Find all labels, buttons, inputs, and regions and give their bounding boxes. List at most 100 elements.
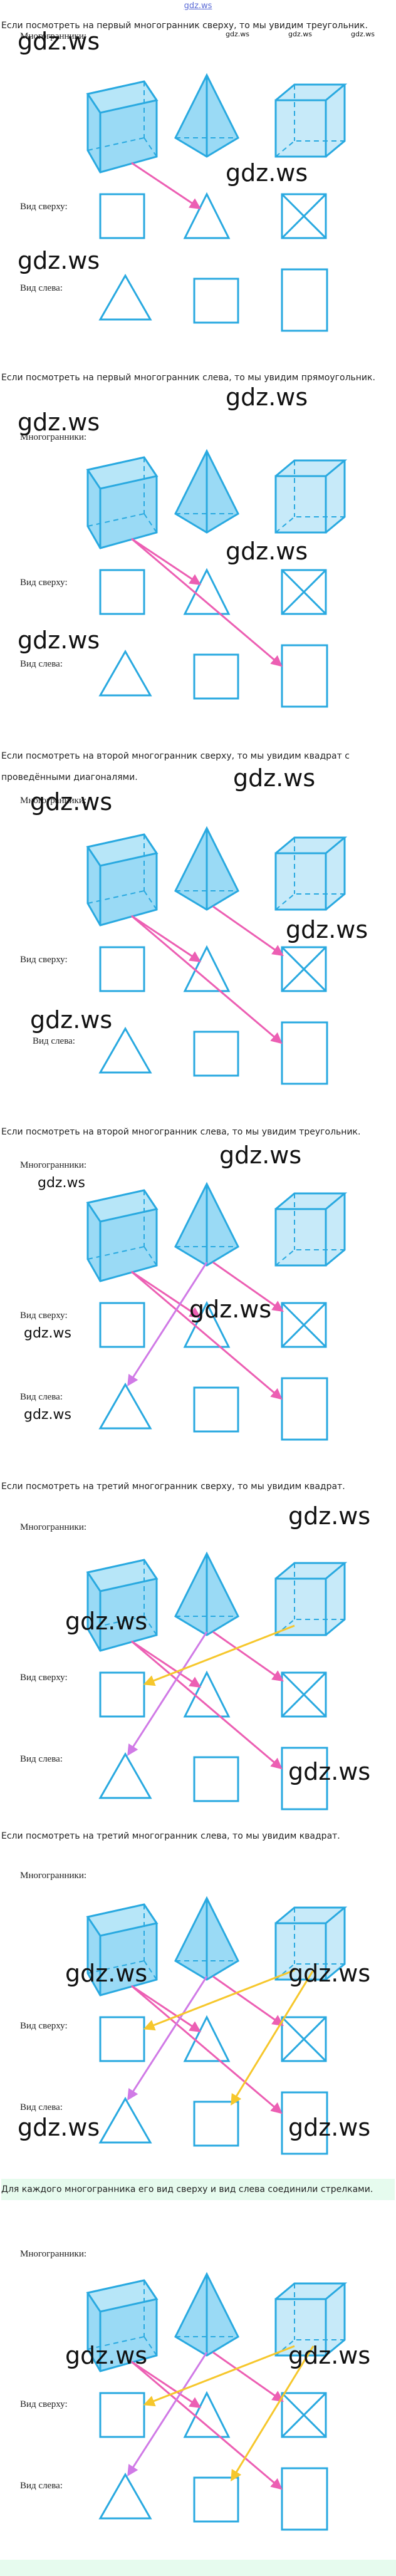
- watermark: gdz.ws: [18, 247, 100, 274]
- paragraph-6: Если посмотреть на третий многогранник с…: [1, 1831, 340, 1841]
- watermark: gdz.ws: [286, 916, 368, 943]
- top-view-triangle: [183, 1301, 231, 1348]
- watermark: gdz.ws: [65, 1607, 148, 1635]
- paragraph-1: Если посмотреть на первый многогранник с…: [1, 21, 368, 31]
- connector-arrow: [212, 1261, 284, 1312]
- left-view-triangle: [98, 273, 152, 321]
- cube-fill: [276, 1563, 345, 1635]
- left-view-triangle: [98, 2472, 152, 2520]
- top-view-diagonal: [281, 946, 327, 992]
- watermark: gdz.ws: [30, 788, 113, 816]
- prism-hidden-edge: [87, 1616, 145, 1629]
- label-top-view-7: Вид сверху:: [20, 2399, 68, 2409]
- figure-3: [86, 826, 348, 1085]
- watermark: gdz.ws: [288, 1758, 371, 1785]
- site-link[interactable]: gdz.ws: [184, 1, 212, 11]
- prism-hidden-edge: [143, 1960, 157, 1980]
- prism-top: [86, 456, 159, 490]
- cube-fill: [276, 1193, 345, 1265]
- watermark: gdz.ws: [18, 408, 100, 436]
- label-left-view-2: Вид слева:: [20, 659, 63, 669]
- top-view-square: [99, 2392, 145, 2438]
- connector-arrow: [131, 1985, 201, 2032]
- cube-front: [274, 1922, 327, 1981]
- top-view-square-diagonals: [281, 946, 327, 992]
- cube-top: [275, 83, 348, 101]
- paragraph-4: Если посмотреть на второй многогранник с…: [1, 1127, 361, 1137]
- watermark: gdz.ws: [18, 2114, 100, 2141]
- watermark-small: gdz.ws: [226, 30, 249, 38]
- left-view-triangle: [98, 649, 152, 697]
- paragraph-7: Для каждого многогранника его вид сверху…: [1, 2179, 395, 2200]
- connector-arrow: [212, 1631, 284, 1682]
- cube-fill: [276, 2283, 345, 2355]
- top-view-square-diagonals: [281, 569, 327, 615]
- connector-arrow: [212, 1975, 284, 2027]
- watermark: gdz.ws: [65, 2342, 148, 2369]
- top-view-triangle: [183, 945, 231, 992]
- connector-arrow: [231, 2345, 315, 2482]
- left-view-rectangle: [281, 268, 328, 332]
- cube-front: [274, 2298, 327, 2357]
- top-view-square: [99, 569, 145, 615]
- connector-arrow: [131, 1985, 283, 2114]
- connector-arrow: [131, 162, 201, 209]
- left-view-square: [193, 2476, 239, 2523]
- label-left-view-5: Вид слева:: [20, 1754, 63, 1764]
- top-view-triangle: [183, 2015, 231, 2062]
- connector-arrow: [131, 538, 283, 667]
- left-view-triangle: [98, 2096, 152, 2144]
- label-polyhedra-4: Многогранники:: [20, 1160, 87, 1170]
- label-polyhedra-2: Многогранники:: [20, 432, 87, 442]
- cube-front: [274, 99, 327, 158]
- connector-arrow: [143, 1969, 295, 2031]
- watermark-small: gdz.ws: [351, 30, 375, 38]
- prism-top: [86, 1903, 159, 1937]
- figure-2: [86, 449, 348, 708]
- prism-top: [86, 2279, 159, 2313]
- cube-front: [274, 1208, 327, 1267]
- label-left-view-7: Вид слева:: [20, 2481, 63, 2491]
- figure-7: [86, 2272, 348, 2531]
- label-polyhedra-6: Многогранники:: [20, 1871, 87, 1881]
- connector-arrow: [127, 1262, 208, 1387]
- left-view-rectangle: [281, 1747, 328, 1810]
- top-view-square-diagonals: [281, 2392, 327, 2438]
- figure-5: [86, 1551, 348, 1810]
- figure-4: [86, 1182, 348, 1441]
- left-view-triangle: [98, 1752, 152, 1799]
- top-view-square-diagonals: [281, 1302, 327, 1348]
- bottom-highlight-band: [0, 2560, 396, 2576]
- connector-arrow: [127, 1976, 208, 2101]
- prism-hidden-edge: [143, 137, 157, 157]
- cube-top: [275, 836, 348, 854]
- top-view-diagonal: [281, 1671, 327, 1718]
- watermark: gdz.ws: [18, 626, 100, 654]
- prism-hidden-edge: [143, 2336, 157, 2356]
- prism-hidden-edge: [87, 890, 145, 904]
- watermark: gdz.ws: [226, 538, 308, 565]
- watermark: gdz.ws: [24, 1407, 71, 1423]
- top-view-diagonal: [281, 193, 327, 239]
- prism-hidden-edge: [143, 513, 157, 533]
- left-view-square: [193, 2101, 239, 2147]
- watermark: gdz.ws: [65, 1960, 148, 1987]
- top-view-triangle: [183, 568, 231, 615]
- connector-arrow: [131, 2360, 201, 2408]
- cube-top: [275, 2282, 348, 2300]
- prism-hidden-edge: [87, 1246, 145, 1260]
- left-view-triangle: [98, 1382, 152, 1430]
- paragraph-2: Если посмотреть на первый многогранник с…: [1, 373, 375, 383]
- paragraph-5: Если посмотреть на третий многогранник с…: [1, 1482, 345, 1492]
- prism-top: [86, 80, 159, 114]
- connector-arrow: [131, 1270, 283, 1400]
- label-top-view-5: Вид сверху:: [20, 1673, 68, 1683]
- prism-top: [86, 1189, 159, 1223]
- prism-hidden-edge: [87, 513, 145, 527]
- top-view-square: [99, 946, 145, 992]
- top-view-square-diagonals: [281, 1671, 327, 1718]
- left-view-rectangle: [281, 644, 328, 708]
- top-view-square: [99, 193, 145, 239]
- label-left-view-1: Вид слева:: [20, 283, 63, 293]
- watermark: gdz.ws: [24, 1326, 71, 1341]
